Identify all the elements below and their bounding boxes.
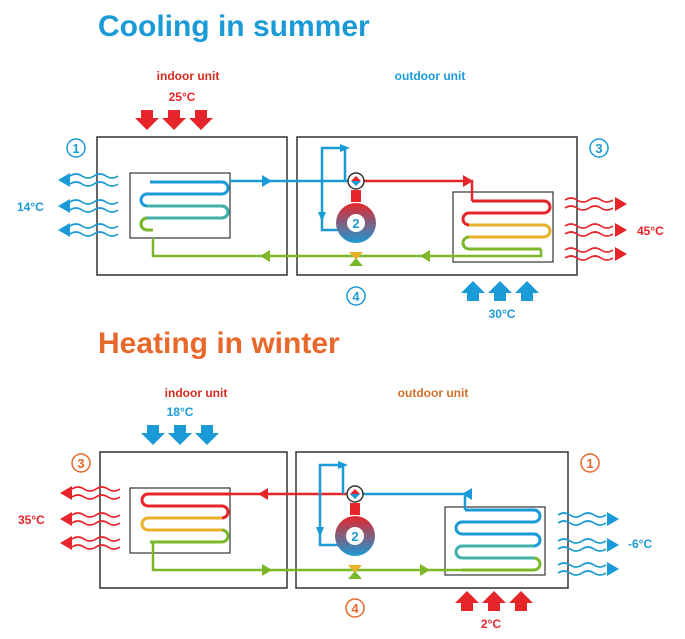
winter-outdoor-air-in-temp: 2°C (481, 617, 501, 631)
summer-bypass-loop (320, 146, 347, 232)
summer-indoor-air-out-arrows (58, 173, 70, 237)
winter-outdoor-coil (444, 506, 546, 576)
winter-indoor-coil (129, 487, 231, 554)
winter-outdoor-air-out-arrows (607, 512, 619, 576)
summer-indoor-air-out-waves (69, 173, 119, 237)
summer-outdoor-air-out-waves (564, 197, 614, 261)
winter-suction-pipe (359, 492, 467, 510)
svg-text:3: 3 (595, 141, 602, 156)
winter-expansion-valve-icon (348, 565, 362, 579)
summer-liquid-pipe (151, 238, 543, 258)
winter-marker-valve: 4 (345, 598, 365, 618)
winter-liquid-pipe (151, 542, 462, 572)
summer-indoor-air-in-temp: 25°C (169, 90, 196, 104)
summer-indoor-unit-box (96, 136, 288, 276)
summer-indoor-unit-label: indoor unit (157, 69, 220, 83)
winter-section: Heating in winter indoor unit 18°C outdo… (18, 327, 652, 631)
summer-outdoor-coil (452, 191, 554, 263)
summer-marker-outdoor: 3 (589, 138, 609, 158)
summer-indoor-air-out-temp: 14°C (17, 200, 44, 214)
summer-discharge-pipe (361, 179, 474, 201)
summer-marker-valve: 4 (346, 286, 366, 306)
svg-text:1: 1 (72, 141, 79, 156)
winter-indoor-air-in-temp: 18°C (167, 405, 194, 419)
winter-marker-outdoor: 1 (580, 453, 600, 473)
summer-compressor-icon: 2 (336, 190, 376, 243)
winter-outdoor-unit-box (295, 451, 569, 589)
summer-section: Cooling in summer indoor unit 25°C outdo… (17, 10, 664, 321)
summer-outdoor-air-in-arrows (461, 281, 539, 301)
winter-outdoor-air-out-waves (557, 512, 607, 576)
winter-compressor-icon: 2 (335, 503, 375, 556)
svg-text:4: 4 (351, 601, 359, 616)
winter-indoor-air-out-temp: 35°C (18, 513, 45, 527)
svg-text:2: 2 (351, 529, 358, 544)
winter-outdoor-unit-label: outdoor unit (398, 386, 469, 400)
summer-title: Cooling in summer (98, 10, 370, 43)
summer-outdoor-unit-label: outdoor unit (395, 69, 466, 83)
svg-text:1: 1 (586, 456, 593, 471)
winter-indoor-air-out-waves (71, 486, 121, 550)
winter-indoor-air-in-arrows (141, 425, 219, 445)
summer-expansion-valve-icon (349, 252, 363, 266)
summer-indoor-air-in-arrows (135, 110, 213, 130)
winter-outdoor-air-out-temp: -6°C (628, 537, 652, 551)
summer-outdoor-air-out-arrows (615, 197, 627, 261)
summer-outdoor-air-out-temp: 45°C (637, 224, 664, 238)
winter-title: Heating in winter (98, 327, 340, 360)
svg-text:2: 2 (352, 216, 359, 231)
svg-text:3: 3 (77, 456, 84, 471)
winter-pipe-arrows (258, 461, 472, 576)
winter-indoor-air-out-arrows (60, 486, 72, 550)
summer-marker-indoor: 1 (66, 138, 86, 158)
winter-bypass-loop (318, 463, 345, 547)
winter-indoor-unit-box (99, 451, 288, 589)
winter-four-way-valve-icon (346, 485, 364, 503)
svg-text:4: 4 (352, 289, 360, 304)
summer-outdoor-air-in-temp: 30°C (489, 307, 516, 321)
summer-indoor-coil (129, 172, 231, 239)
summer-four-way-valve-icon (347, 172, 365, 190)
summer-pipe-arrows (260, 144, 473, 262)
winter-marker-indoor: 3 (71, 453, 91, 473)
summer-outdoor-unit-box (296, 136, 578, 276)
winter-indoor-unit-label: indoor unit (165, 386, 228, 400)
winter-outdoor-air-in-arrows (455, 591, 533, 611)
